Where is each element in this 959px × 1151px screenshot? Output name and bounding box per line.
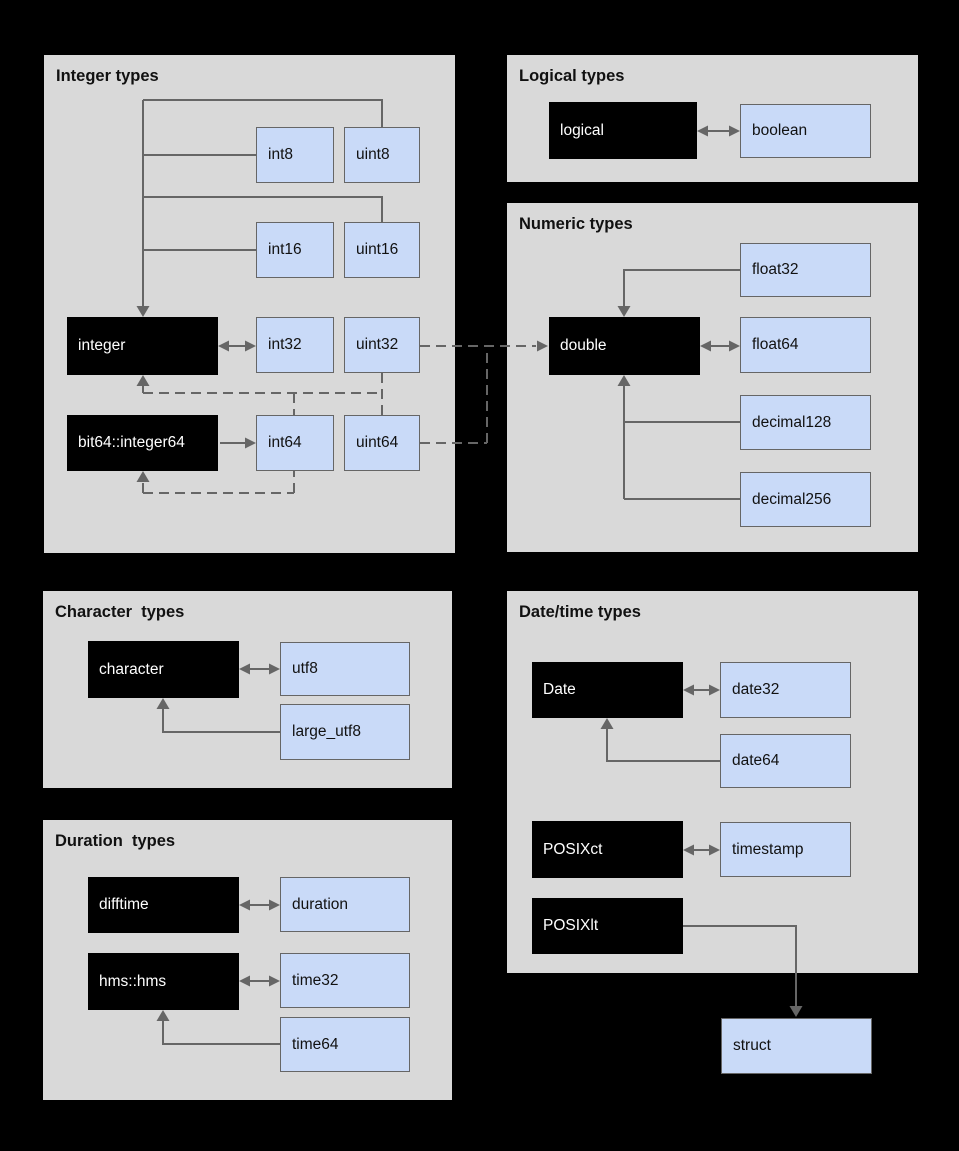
node-int16: int16 bbox=[256, 222, 334, 278]
node-integer: integer bbox=[67, 317, 218, 375]
node-date32: date32 bbox=[720, 662, 851, 718]
node-large-utf8: large_utf8 bbox=[280, 704, 410, 760]
node-character: character bbox=[88, 641, 239, 698]
node-decimal128: decimal128 bbox=[740, 395, 871, 450]
node-int32: int32 bbox=[256, 317, 334, 373]
node-uint16: uint16 bbox=[344, 222, 420, 278]
node-date: Date bbox=[532, 662, 683, 718]
panel-character-types-title: Character types bbox=[55, 603, 185, 621]
node-float32: float32 bbox=[740, 243, 871, 297]
node-duration: duration bbox=[280, 877, 410, 932]
panel-numeric-types-title: Numeric types bbox=[519, 215, 633, 233]
node-utf8: utf8 bbox=[280, 642, 410, 696]
node-bit64-integer64: bit64::integer64 bbox=[67, 415, 218, 471]
panel-integer-types-title: Integer types bbox=[56, 67, 159, 85]
node-posixct: POSIXct bbox=[532, 821, 683, 878]
node-uint32: uint32 bbox=[344, 317, 420, 373]
node-uint64: uint64 bbox=[344, 415, 420, 471]
node-time64: time64 bbox=[280, 1017, 410, 1072]
panel-datetime-types-title: Date/time types bbox=[519, 603, 641, 621]
node-time32: time32 bbox=[280, 953, 410, 1008]
node-uint8: uint8 bbox=[344, 127, 420, 183]
panel-duration-types-title: Duration types bbox=[55, 832, 176, 850]
node-posixlt: POSIXlt bbox=[532, 898, 683, 954]
node-struct: struct bbox=[721, 1018, 872, 1074]
node-double: double bbox=[549, 317, 700, 375]
node-int64: int64 bbox=[256, 415, 334, 471]
node-boolean: boolean bbox=[740, 104, 871, 158]
node-int8: int8 bbox=[256, 127, 334, 183]
node-hms-hms: hms::hms bbox=[88, 953, 239, 1010]
node-float64: float64 bbox=[740, 317, 871, 373]
node-date64: date64 bbox=[720, 734, 851, 788]
node-decimal256: decimal256 bbox=[740, 472, 871, 527]
node-difftime: difftime bbox=[88, 877, 239, 933]
node-timestamp: timestamp bbox=[720, 822, 851, 877]
node-logical: logical bbox=[549, 102, 697, 159]
panel-logical-types-title: Logical types bbox=[519, 67, 625, 85]
